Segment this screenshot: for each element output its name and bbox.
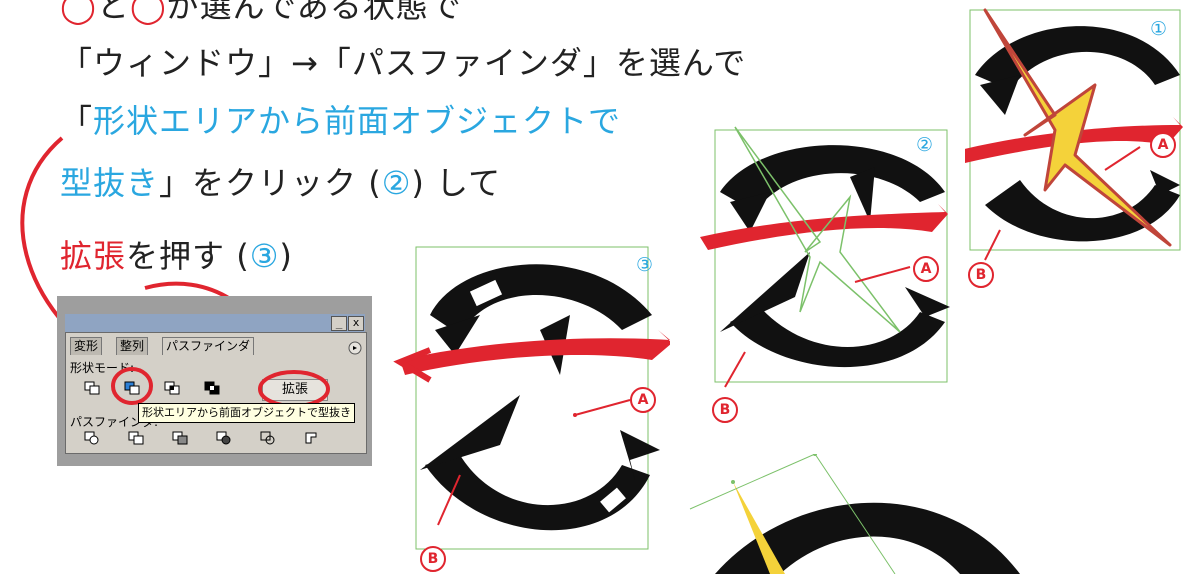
instruction-line-5: 拡張を押す (③) — [60, 236, 293, 276]
instruction-line-2: 「ウィンドウ」→「パスファインダ」を選んで — [60, 44, 747, 82]
shape-mode-label: 形状モード: — [70, 361, 135, 375]
instruction-text: 」をクリック ( — [159, 164, 382, 202]
crop-icon[interactable] — [216, 431, 232, 445]
step1-badge: ① — [1150, 18, 1168, 40]
instruction-line-3: 「形状エリアから前面オブジェクトで — [60, 101, 621, 141]
tab-align[interactable]: 整列 — [116, 337, 149, 355]
artwork-step1 — [965, 8, 1183, 261]
step-number: ② — [381, 164, 412, 202]
instruction-line-1: ◯と◯が選んである状態で — [60, 0, 462, 26]
pathfinder-label: パスファインダ: — [70, 415, 159, 429]
minus-front-icon[interactable] — [124, 381, 140, 395]
panel-titlebar: _ x — [65, 314, 365, 332]
outline-icon[interactable] — [260, 431, 276, 445]
instruction-text: を押す ( — [126, 237, 250, 275]
artwork-step3 — [393, 246, 670, 550]
minus-front-term: 形状エリアから前面オブジェクトで — [93, 102, 622, 140]
panel-body: 変形 整列 パスファインダ 形状モード: 拡張 パスファインダ: 形状エリアから… — [65, 332, 367, 454]
instruction-line-4: 型抜き」をクリック (②) して — [60, 163, 501, 203]
close-button[interactable]: x — [348, 316, 364, 331]
panel-menu-icon[interactable] — [348, 341, 362, 355]
trim-icon[interactable] — [128, 431, 144, 445]
step-a-circle: ◯ — [60, 0, 97, 25]
instruction-text: 「 — [60, 102, 94, 140]
pathfinder-panel-screenshot: _ x 変形 整列 パスファインダ 形状モード: 拡張 パスファインダ: 形状エ… — [57, 296, 372, 466]
label-a-badge: A — [630, 387, 656, 413]
tab-transform[interactable]: 変形 — [70, 337, 103, 355]
exclude-icon[interactable] — [204, 381, 220, 395]
intersect-icon[interactable] — [164, 381, 180, 395]
expand-button[interactable]: 拡張 — [262, 379, 328, 401]
instruction-text: が選んである状態で — [166, 0, 462, 25]
instruction-text: と — [96, 0, 130, 25]
minus-front-highlight-ring — [111, 367, 153, 405]
minus-front-tooltip: 形状エリアから前面オブジェクトで型抜き — [138, 403, 355, 423]
step3-badge: ③ — [636, 254, 654, 276]
instruction-text: ) して — [411, 164, 502, 202]
label-b-badge-3: B — [968, 262, 994, 288]
minimize-button[interactable]: _ — [331, 316, 347, 331]
label-b-badge: B — [420, 546, 446, 572]
artwork-zoom-partial — [689, 454, 1020, 574]
expand-term: 拡張 — [60, 237, 127, 275]
label-a-badge-2: A — [913, 256, 939, 282]
artwork-step2 — [700, 126, 950, 388]
add-shape-icon[interactable] — [84, 381, 100, 395]
instruction-text: ) — [279, 237, 293, 275]
step2-badge: ② — [916, 134, 934, 156]
tab-pathfinder[interactable]: パスファインダ — [162, 337, 255, 355]
minus-back-icon[interactable] — [304, 431, 320, 445]
step-b-circle: ◯ — [129, 0, 167, 25]
label-a-badge-3: A — [1150, 132, 1176, 158]
divide-icon[interactable] — [84, 431, 100, 445]
merge-icon[interactable] — [172, 431, 188, 445]
minus-front-term-tail: 型抜き — [60, 164, 160, 202]
step-number: ③ — [249, 237, 280, 275]
label-b-badge-2: B — [712, 397, 738, 423]
